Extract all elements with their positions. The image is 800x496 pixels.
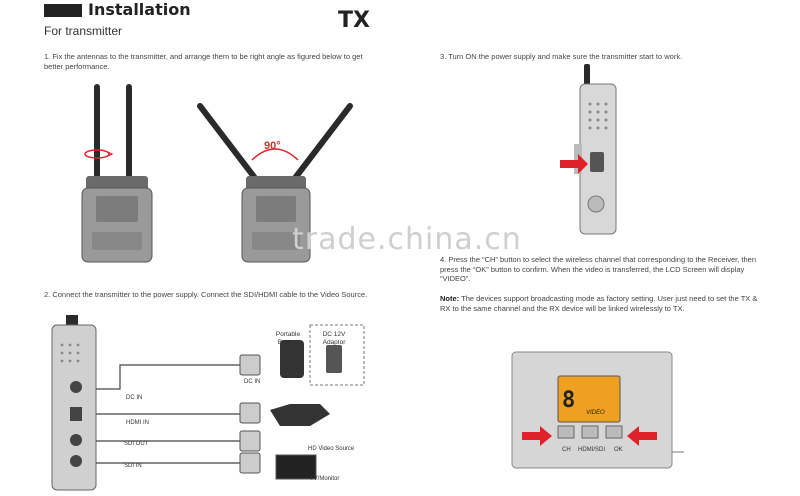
watermark: trade.china.cn	[292, 222, 522, 257]
step-3-text: 3. Turn ON the power supply and make sur…	[440, 52, 683, 61]
transmitter-angled-antennas-figure	[197, 103, 353, 263]
transmitter-side-view-figure	[560, 64, 617, 235]
dc-adaptor-label: DC 12V Adaptor	[322, 331, 346, 346]
hdmi-in-label: HDMI IN	[126, 420, 149, 426]
lcd-status-text: VIDEO	[586, 410, 605, 416]
hd-video-source-label: HD Video Source	[308, 446, 355, 452]
page-subtitle: For transmitter	[44, 24, 123, 38]
ch-button-label: CH	[562, 447, 571, 453]
sdi-out-label: SDI OUT	[124, 441, 149, 447]
step-1-text: 1. Fix the antennas to the transmitter, …	[44, 52, 363, 71]
header-bar	[44, 4, 82, 17]
step-2-text: 2. Connect the transmitter to the power …	[44, 290, 368, 299]
portable-battery-label: Portable Battery	[275, 331, 301, 346]
angle-label: 90°	[264, 140, 281, 152]
device-code: TX	[338, 8, 370, 33]
mode-button-label: HDMI/SDI	[578, 447, 605, 453]
lcd-panel-figure	[511, 351, 684, 469]
note-text: Note: The devices support broadcasting m…	[440, 294, 762, 313]
lcd-channel-number: 8	[562, 388, 576, 413]
note-label: Note:	[440, 294, 460, 303]
page-title: Installation	[88, 0, 191, 19]
dc-in-label: DC IN	[126, 395, 143, 401]
ok-button-label: OK	[614, 447, 623, 453]
step-4-text: 4. Press the “CH” button to select the w…	[440, 255, 757, 283]
tv-monitor-label: TV/Monitor	[310, 476, 340, 482]
small-dc-in-label: DC IN	[244, 379, 261, 385]
note-body: The devices support broadcasting mode as…	[440, 294, 758, 313]
sdi-in-label: SDI IN	[124, 463, 142, 469]
connection-diagram	[51, 315, 365, 491]
transmitter-straight-antennas-figure	[81, 84, 153, 263]
